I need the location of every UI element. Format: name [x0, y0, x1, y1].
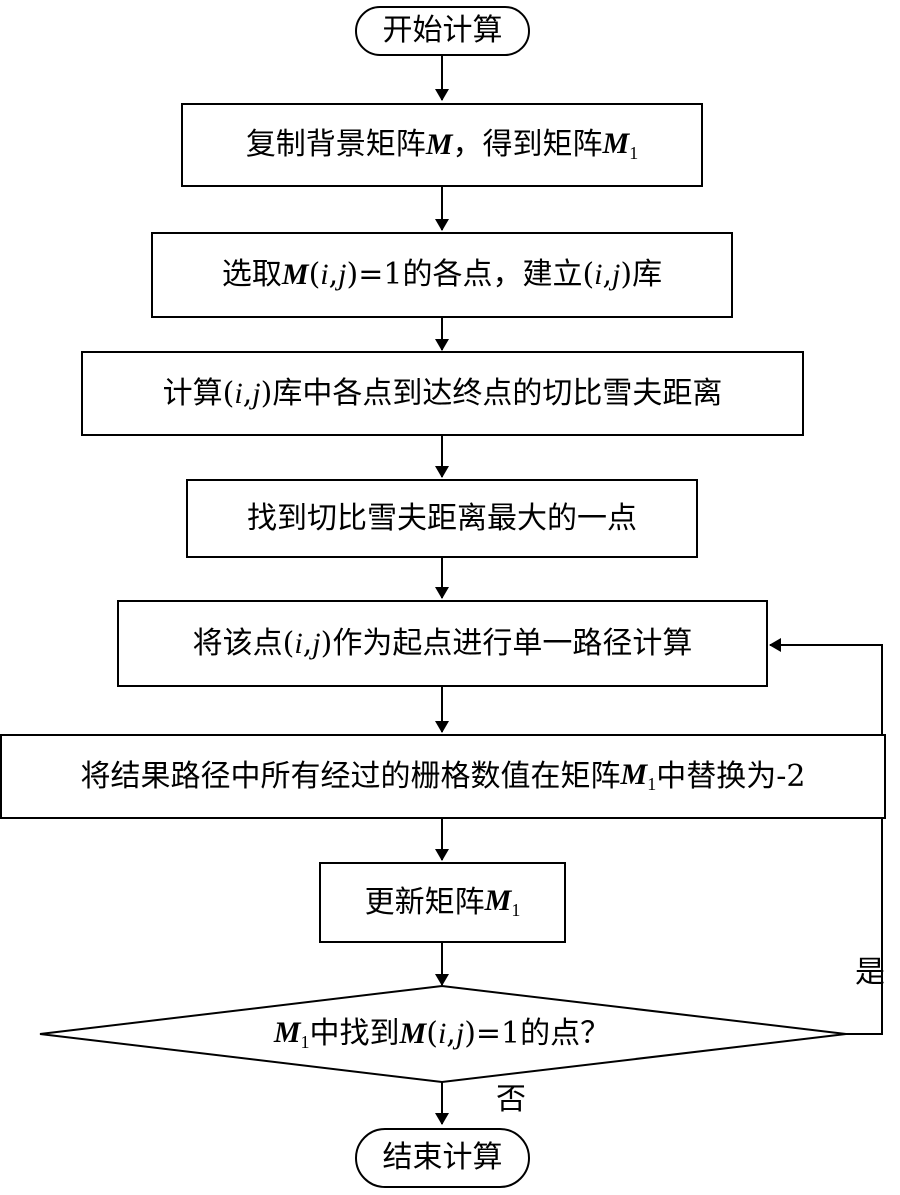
matrix-m1-symbol: M1	[273, 1015, 310, 1052]
matrix-m1-symbol: M1	[602, 126, 639, 163]
step4-text: 找到切比雪夫距离最大的一点	[247, 500, 637, 536]
decision-diamond	[39, 984, 847, 1084]
step1-text: 复制背景矩阵	[245, 127, 426, 162]
yes-label: 是	[855, 955, 885, 990]
start-label: 开始计算	[382, 13, 503, 48]
arrow-yes-loop	[769, 638, 883, 1035]
step-find-max-point: 找到切比雪夫距离最大的一点	[186, 479, 698, 558]
end-terminal: 结束计算	[355, 1128, 530, 1188]
matrix-m1-symbol: M1	[484, 884, 521, 920]
start-terminal: 开始计算	[355, 6, 530, 56]
step-compute-chebyshev: 计算(i , j)库中各点到达终点的切比雪夫距离	[81, 351, 804, 436]
matrix-m-symbol: M	[425, 128, 453, 161]
step1-text-mid: ，得到矩阵	[452, 127, 603, 162]
step-single-path: 将该点(i , j)作为起点进行单一路径计算	[117, 600, 768, 687]
no-label: 否	[496, 1082, 526, 1117]
end-label: 结束计算	[382, 1140, 503, 1175]
matrix-m1-symbol: M1	[620, 758, 657, 794]
matrix-m-symbol: M	[281, 258, 309, 291]
